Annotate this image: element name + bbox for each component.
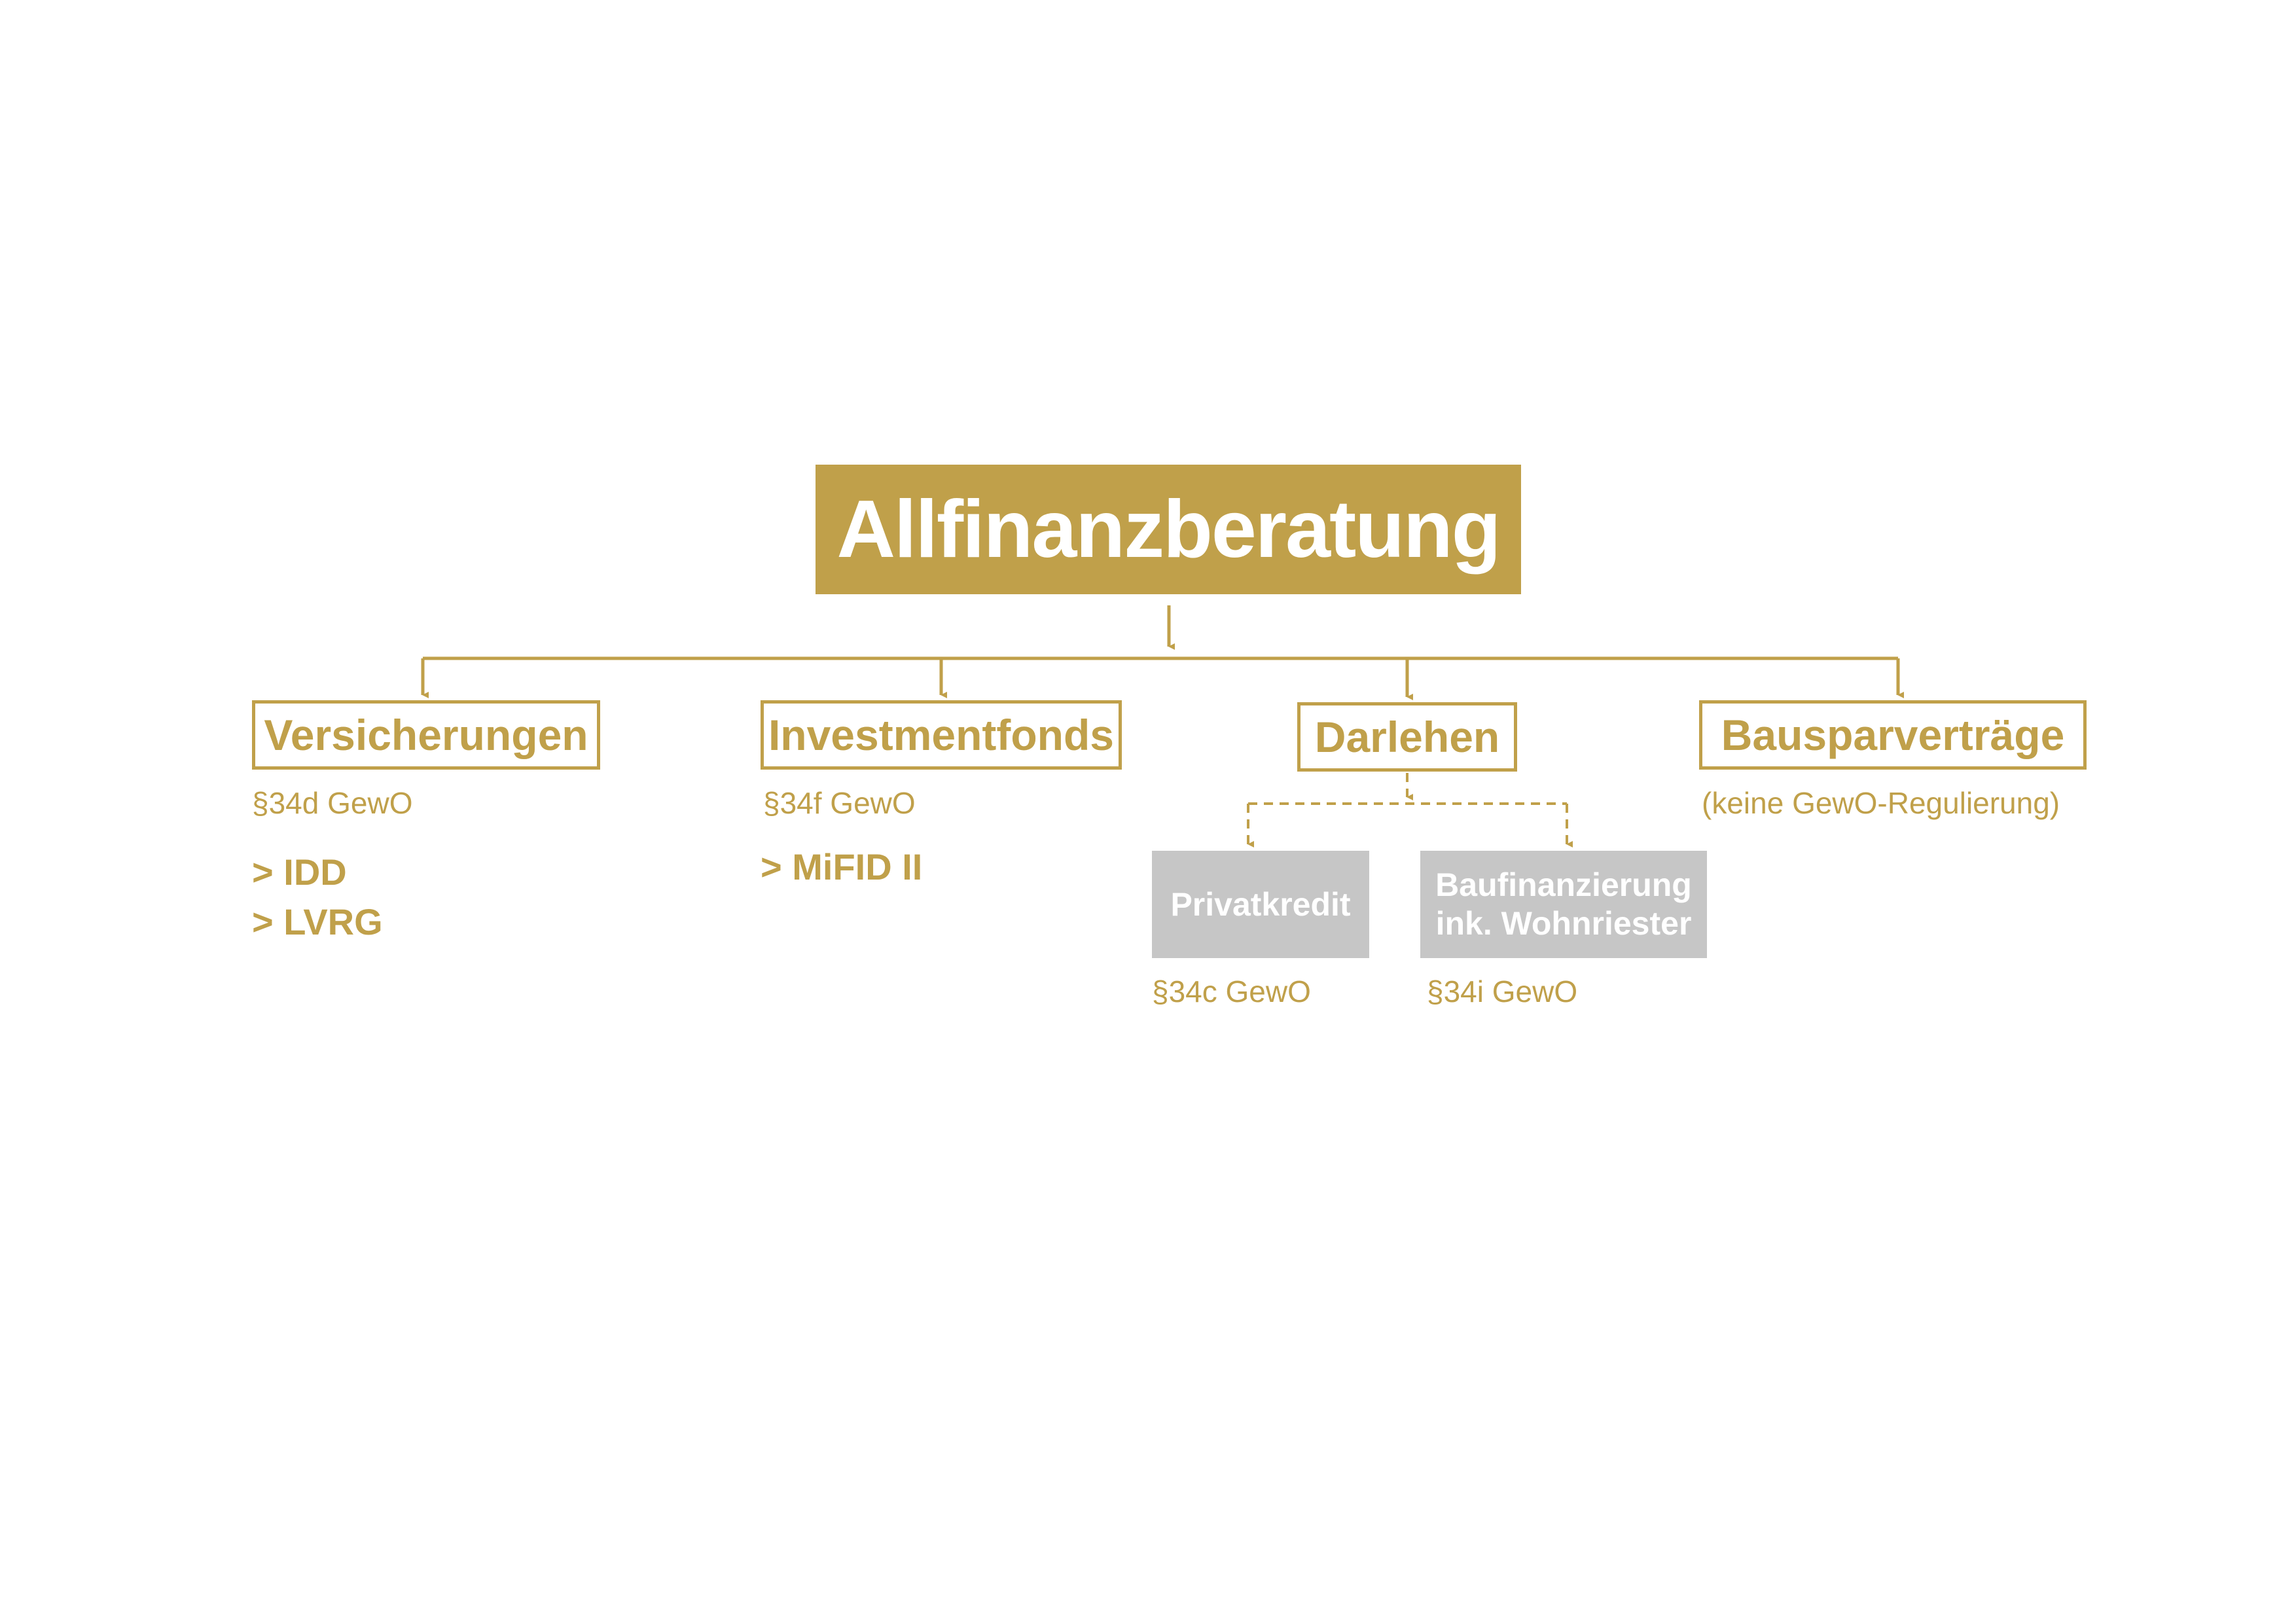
subcategory-label-line-2: ink. Wohnriester <box>1435 905 1692 942</box>
category-label: Bausparverträge <box>1721 711 2065 759</box>
subcategory-box-privatkredit: Privatkredit <box>1152 851 1369 958</box>
category-box-darlehen: Darlehen <box>1297 702 1517 772</box>
regulation-text-versicherungen: §34d GewO <box>252 786 413 820</box>
category-label: Darlehen <box>1314 713 1500 761</box>
root-node-box: Allfinanzberatung <box>816 465 1521 594</box>
regulation-text-privatkredit: §34c GewO <box>1152 974 1311 1008</box>
law-text-mifid: > MiFID II <box>761 846 923 887</box>
law-text-lvrg: > LVRG <box>252 901 383 942</box>
regulation-text-baufinanzierung: §34i GewO <box>1427 974 1578 1008</box>
law-text-idd: > IDD <box>252 851 347 893</box>
regulation-text-bausparvertraege: (keine GewO-Regulierung) <box>1702 786 2060 820</box>
subcategory-label: Privatkredit <box>1170 885 1351 923</box>
regulation-text-investmentfonds: §34f GewO <box>763 786 916 820</box>
category-label: Versicherungen <box>264 711 588 759</box>
subcategory-label-line-1: Baufinanzierung <box>1435 866 1692 903</box>
subcategory-box-baufinanzierung: Baufinanzierung ink. Wohnriester <box>1420 851 1707 958</box>
category-box-investmentfonds: Investmentfonds <box>761 700 1122 770</box>
category-label: Investmentfonds <box>768 711 1115 759</box>
category-box-versicherungen: Versicherungen <box>252 700 600 770</box>
root-node-title: Allfinanzberatung <box>836 484 1501 575</box>
category-box-bausparvertraege: Bausparverträge <box>1699 700 2087 770</box>
